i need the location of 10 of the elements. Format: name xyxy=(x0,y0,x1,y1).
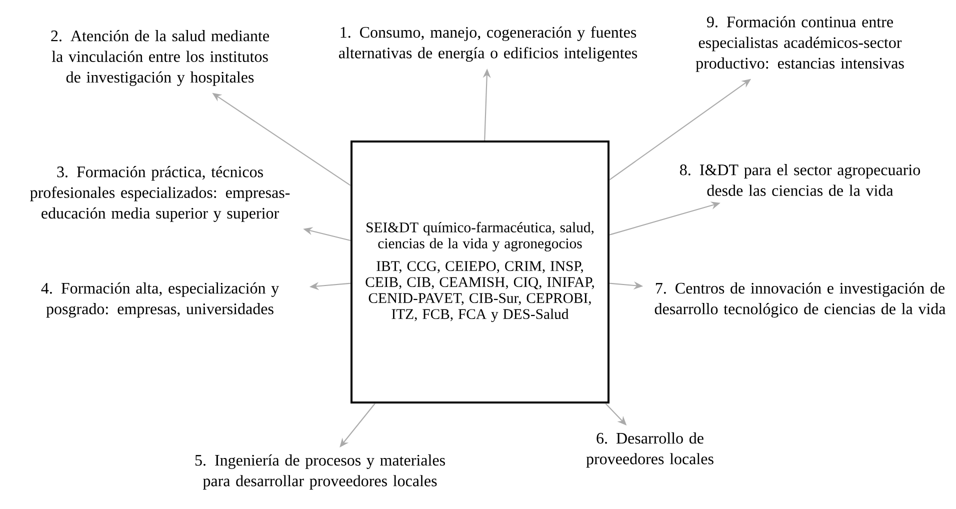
topic-text: 5. Ingeniería de procesos y materiales para desarrollar proveedores locales xyxy=(195,454,445,490)
topic-text: 7. Centros de innovación e investigación de desarrollo tecnológico de ciencias de la vida xyxy=(654,282,946,318)
topic-text: 2. Atención de la salud mediante la vinculación entre los institutos de investigación y hospitales xyxy=(51,30,269,86)
center-box: SEI&DT químico-farmacéutica, salud, ciencias de la vida y agronegocios IBT, CCG, CEIEPO, CRIM, INSP, CEIB, CIB, CEAMISH, CIQ, INIFAP, CENID-PAVET, CIB-Sur, CEPROBI, ITZ, FCB, FCA y DES-Salud xyxy=(350,140,610,404)
topic-text: 1. Consumo, manejo, cogeneración y fuentes alternativas de energía o edificios inteligentes xyxy=(339,26,638,62)
topic-text: 9. Formación continua entre especialistas académicos-sector productivo: estancias intensivas xyxy=(696,16,904,72)
topic-text: 8. I&DT para el sector agropecuario desde las ciencias de la vida xyxy=(680,164,920,196)
topic-text: 6. Desarrollo de proveedores locales xyxy=(586,432,714,468)
topic-text: 3. Formación práctica, técnicos profesionales especializados: empresas-educación media superior y superior xyxy=(30,166,290,222)
topic-text: 4. Formación alta, especialización y posgrado: empresas, universidades xyxy=(41,282,280,318)
